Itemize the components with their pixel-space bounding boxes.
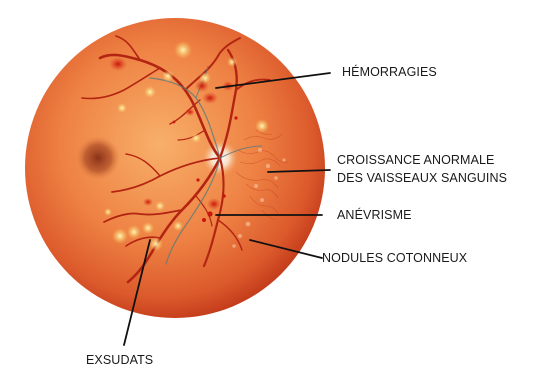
retina-disc: [25, 18, 325, 318]
label-anevrisme: ANÉVRISME: [337, 207, 412, 224]
label-croissance-line2: DES VAISSEAUX SANGUINS: [337, 170, 507, 187]
label-nodules: NODULES COTONNEUX: [322, 250, 467, 267]
macula: [76, 136, 120, 180]
label-croissance-line1: CROISSANCE ANORMALE: [337, 152, 495, 169]
label-hemorragies: HÉMORRAGIES: [342, 64, 437, 81]
label-exsudats: EXSUDATS: [86, 352, 153, 369]
